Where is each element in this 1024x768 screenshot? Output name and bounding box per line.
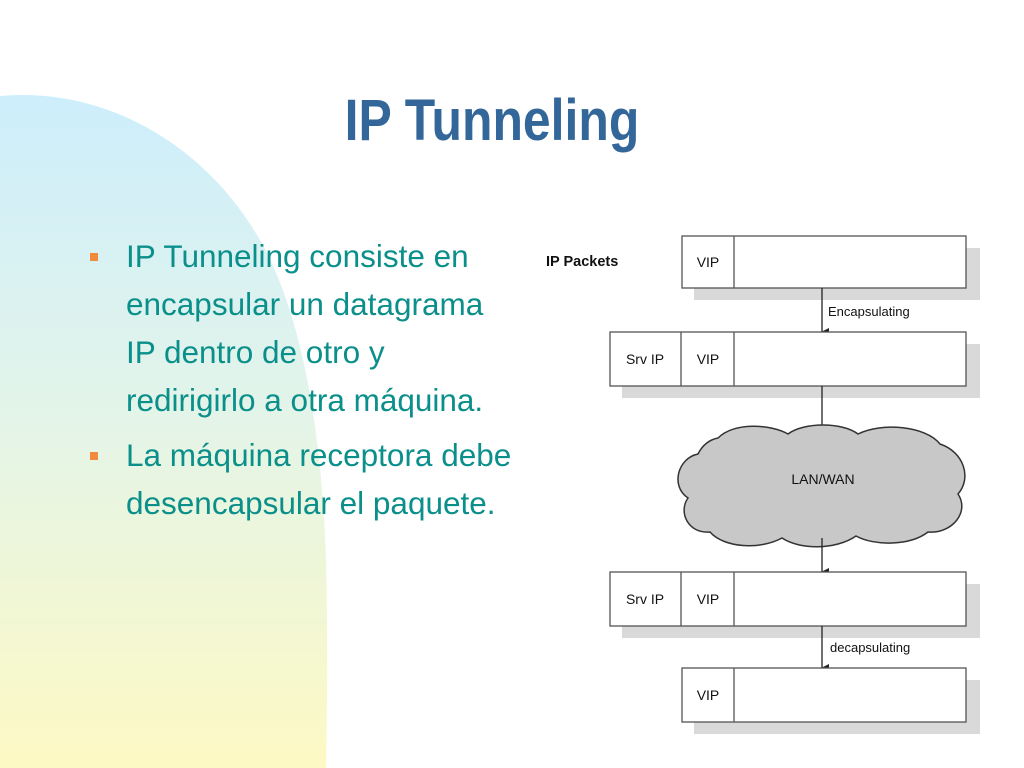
bullet-text: IP Tunneling consiste en encapsular un d…: [126, 238, 484, 418]
packet-field-srv-ip: Srv IP: [626, 591, 664, 607]
packet-field-vip: VIP: [697, 254, 720, 270]
packet-decapsulated: VIP: [681, 667, 980, 734]
packet-field-vip: VIP: [697, 591, 720, 607]
slide-title: IP Tunneling: [344, 88, 640, 153]
bullet-text: La máquina receptora debe desencapsular …: [126, 437, 512, 521]
packet-encapsulated: Srv IP VIP: [609, 331, 980, 398]
packet-field-vip: VIP: [697, 687, 720, 703]
lan-wan-cloud-icon: [677, 424, 966, 548]
packet-field-srv-ip: Srv IP: [626, 351, 664, 367]
cloud-label: LAN/WAN: [791, 471, 854, 487]
packet-received: Srv IP VIP: [609, 571, 980, 638]
decapsulating-label: decapsulating: [830, 640, 910, 655]
bullet-list: IP Tunneling consiste en encapsular un d…: [88, 232, 518, 534]
packet-field-vip: VIP: [697, 351, 720, 367]
square-bullet-icon: [90, 452, 98, 460]
ip-packets-label: IP Packets: [546, 254, 618, 270]
bullet-item: La máquina receptora debe desencapsular …: [88, 431, 518, 527]
packet-original: VIP: [681, 235, 980, 300]
bullet-item: IP Tunneling consiste en encapsular un d…: [88, 232, 518, 424]
ip-tunneling-diagram: IP Packets VIP Encapsulating Srv IP VIP …: [546, 235, 980, 734]
encapsulating-label: Encapsulating: [828, 304, 910, 319]
square-bullet-icon: [90, 253, 98, 261]
